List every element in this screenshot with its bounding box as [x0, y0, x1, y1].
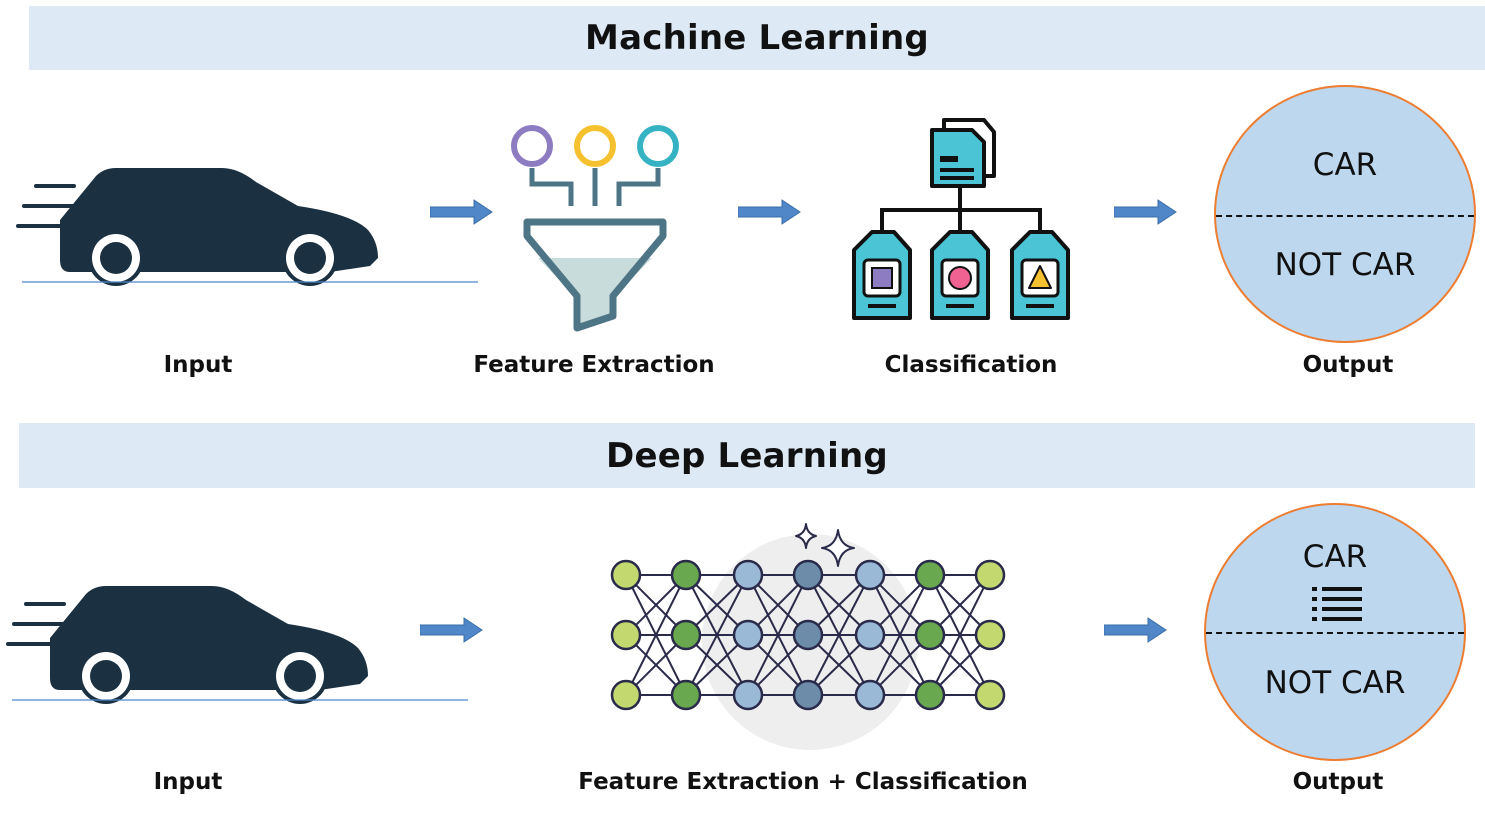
dl-title: Deep Learning: [606, 435, 888, 476]
network-node: [854, 619, 886, 651]
network-edge: [625, 574, 687, 696]
dl-title-banner: Deep Learning: [19, 423, 1475, 488]
network-node: [974, 559, 1006, 591]
ml-output-not-car: NOT CAR: [1274, 247, 1416, 283]
arrow-right-icon: [1104, 617, 1167, 643]
dl-output-divider: [1206, 632, 1464, 634]
funnel-icon: [511, 125, 679, 332]
network-edge: [685, 574, 749, 696]
dl-output-car: CAR: [1302, 539, 1368, 575]
arrow-right-icon: [420, 617, 483, 643]
ml-input-label: Input: [163, 352, 233, 378]
ml-feature-extraction-label: Feature Extraction: [473, 352, 715, 378]
network-node: [914, 559, 946, 591]
network-edge: [747, 574, 809, 696]
ml-title: Machine Learning: [585, 18, 929, 58]
network-node: [670, 559, 702, 591]
arrow-right-icon: [738, 199, 801, 225]
network-node: [854, 679, 886, 711]
arrow-right-icon: [430, 199, 493, 225]
network-edge: [929, 574, 991, 696]
network-node: [610, 679, 642, 711]
neural-network-icon: [610, 523, 1006, 750]
network-node: [732, 559, 764, 591]
network-node: [670, 679, 702, 711]
sparkle-icon: [795, 523, 855, 567]
dl-output-label: Output: [1292, 769, 1384, 795]
classification-tree-icon: [852, 118, 1070, 320]
ml-output-car: CAR: [1312, 147, 1378, 183]
ml-output-circle: CAR NOT CAR: [1214, 85, 1476, 343]
network-node: [610, 619, 642, 651]
ml-output-divider: [1216, 215, 1474, 217]
dl-input-label: Input: [153, 769, 223, 795]
network-node: [732, 619, 764, 651]
network-node: [732, 679, 764, 711]
network-node: [792, 559, 824, 591]
ml-classification-label: Classification: [884, 352, 1058, 378]
car-icon: [6, 585, 469, 705]
network-node: [914, 619, 946, 651]
network-node: [792, 619, 824, 651]
network-node: [974, 679, 1006, 711]
network-node: [670, 619, 702, 651]
dl-feature-classification-label: Feature Extraction + Classification: [578, 769, 1028, 795]
network-node: [610, 559, 642, 591]
network-node: [914, 679, 946, 711]
network-node: [792, 679, 824, 711]
dl-output-circle: CAR NOT CAR: [1204, 503, 1466, 761]
network-node: [974, 619, 1006, 651]
car-icon: [16, 167, 479, 287]
network-edge: [807, 574, 871, 696]
network-edge: [869, 574, 931, 696]
network-node: [854, 559, 886, 591]
arrow-right-icon: [1114, 199, 1177, 225]
list-icon: [1312, 587, 1362, 621]
ml-output-label: Output: [1302, 352, 1394, 378]
ml-title-banner: Machine Learning: [29, 6, 1485, 70]
dl-output-not-car: NOT CAR: [1264, 665, 1406, 701]
